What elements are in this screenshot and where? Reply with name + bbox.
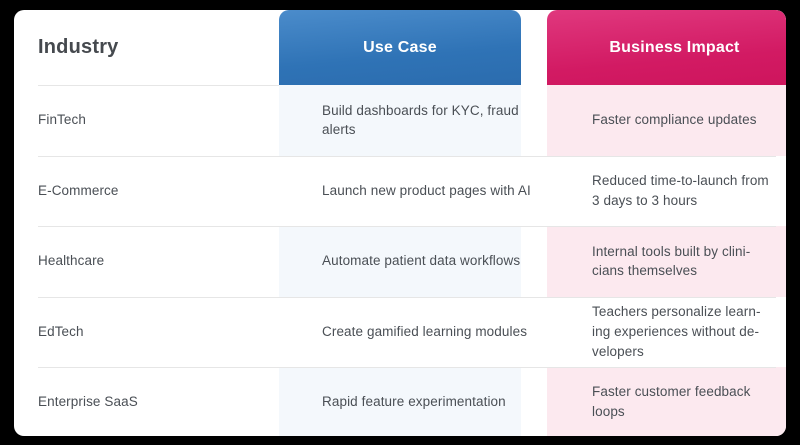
cell-business-impact: Teachers personalize learn-ing experienc… [592,304,761,359]
table-header: Industry Use Case Business Impact [14,10,786,86]
cell-use-case: Automate patient data workflows [322,253,521,269]
header-divider [38,85,279,86]
column-header-industry: Industry [38,10,119,85]
table-row: EdTech Create gamified learning modules Te… [14,297,786,368]
row-divider [38,367,776,368]
table-body: FinTech Build dashboards for KYC, fraud a… [14,10,786,436]
cell-business-impact: Internal tools built by clini-cians them… [592,243,751,279]
column-header-industry-label: Industry [38,36,119,58]
column-header-use-case[interactable]: Use Case [279,10,521,85]
cell-business-impact: Reduced time-to-launch from 3 days to 3 … [592,173,769,208]
cell-industry: EdTech [38,323,84,339]
column-header-business-impact-label: Business Impact [609,38,740,56]
cell-use-case: Build dashboards for KYC, fraud alerts [322,102,519,138]
column-header-business-impact[interactable]: Business Impact [547,10,786,85]
row-divider [38,155,776,157]
cell-industry: FinTech [38,112,86,128]
table-row: Healthcare Automate patient data workflow… [14,226,786,297]
column-header-use-case-label: Use Case [363,38,437,56]
comparison-table-card: Industry Use Case Business Impact FinTec… [14,10,786,436]
row-divider [38,226,776,227]
cell-use-case: Launch new product pages with AI [322,182,531,198]
cell-business-impact: Faster compliance updates [592,112,757,128]
cell-industry: Enterprise SaaS [38,393,138,409]
cell-industry: Healthcare [38,253,105,269]
cell-use-case: Create gamified learning modules [322,323,528,339]
table-row: Enterprise SaaS Rapid feature experimenta… [14,367,786,436]
cell-industry: E-Commerce [38,182,119,198]
cell-business-impact: Faster customer feedback loops [592,383,751,419]
table-row: FinTech Build dashboards for KYC, fraud a… [14,85,786,156]
table-row: E-Commerce Launch new product pages with … [14,156,786,227]
cell-use-case: Rapid feature experimentation [322,393,506,409]
row-divider [38,296,776,298]
